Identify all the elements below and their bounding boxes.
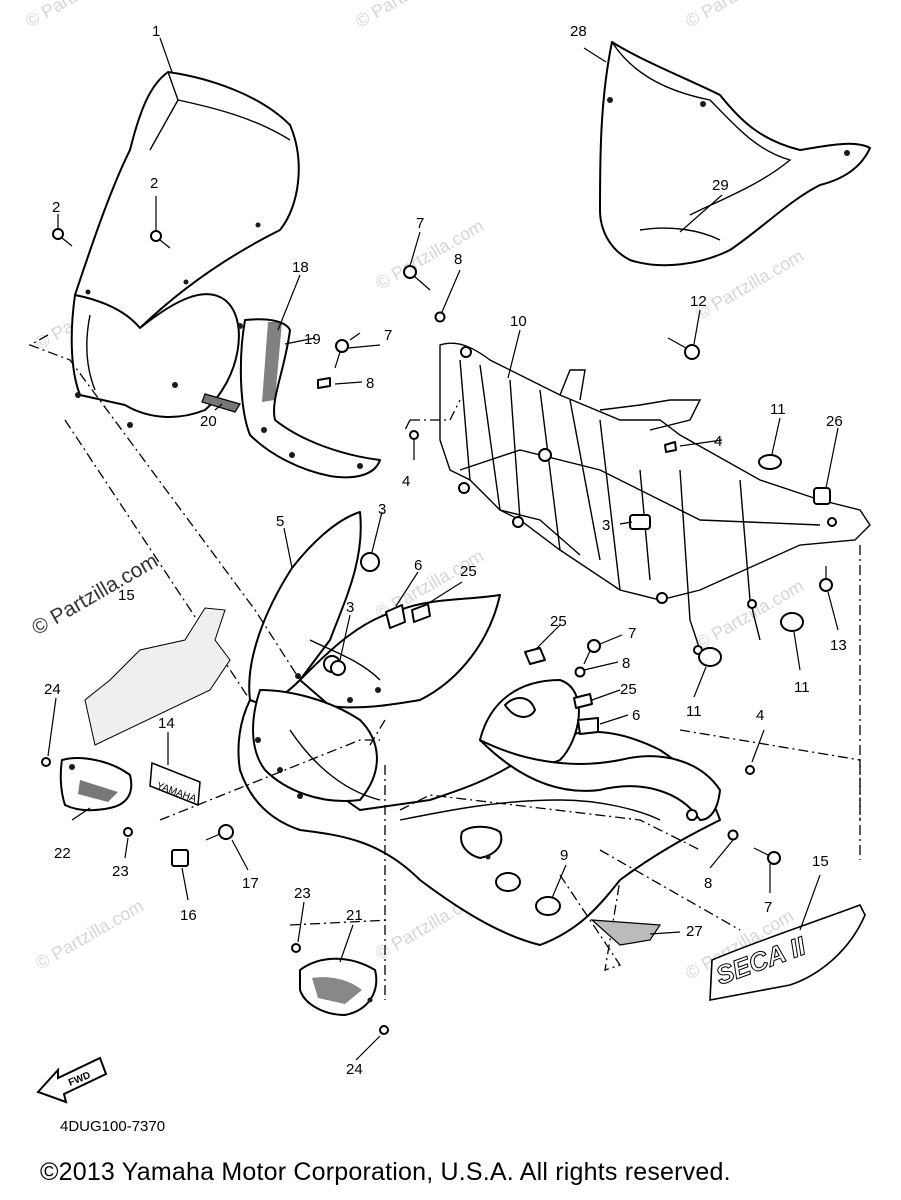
callout-19: 19	[304, 331, 321, 348]
part-20-grille	[201, 393, 241, 413]
callout-22: 22	[54, 845, 71, 862]
callout-27: 27	[686, 923, 703, 940]
callout-2: 2	[52, 199, 60, 216]
windscreen	[74, 71, 300, 329]
fwd-arrow-icon: FWD	[36, 1056, 108, 1104]
callout-7: 7	[628, 625, 636, 642]
hardware	[41, 228, 833, 1035]
callout-5: 5	[276, 513, 284, 530]
callout-26: 26	[826, 413, 843, 430]
callout-7: 7	[764, 899, 772, 916]
cowling-stay-frame	[439, 342, 871, 655]
callout-15: 15	[118, 587, 135, 604]
callout-3: 3	[378, 501, 386, 518]
callout-13: 13	[830, 637, 847, 654]
upper-cowling-inner	[70, 293, 243, 428]
callout-25: 25	[460, 563, 477, 580]
callout-20: 20	[200, 413, 217, 430]
callout-7: 7	[416, 215, 424, 232]
callout-11: 11	[770, 401, 786, 418]
callout-29: 29	[712, 177, 729, 194]
callout-17: 17	[242, 875, 259, 892]
lower-vent-21	[299, 957, 378, 1016]
callout-6: 6	[632, 707, 640, 724]
callout-9: 9	[560, 847, 568, 864]
diagram-part-number: 4DUG100-7370	[60, 1118, 166, 1135]
callout-16: 16	[180, 907, 197, 924]
callout-11: 11	[686, 703, 702, 720]
lower-cover-28	[599, 41, 871, 267]
callout-23: 23	[294, 885, 311, 902]
callout-4: 4	[756, 707, 764, 724]
callout-1: 1	[152, 23, 160, 40]
yamaha-emblem: YAMAHA	[149, 761, 201, 807]
callout-8: 8	[366, 375, 374, 392]
callout-23: 23	[112, 863, 129, 880]
watermark-text: © Partzilla.com	[32, 895, 147, 973]
upper-cowling-5	[248, 511, 501, 709]
watermark-text: © Partzilla.com	[22, 0, 137, 31]
callout-15: 15	[812, 853, 829, 870]
callout-10: 10	[510, 313, 527, 330]
inner-panel-18	[239, 318, 381, 479]
callout-4: 4	[402, 473, 410, 490]
callout-8: 8	[622, 655, 630, 672]
callout-labels: 1 2 2 3 3 3 4 4 4 5 6 6 7 7 7 7 8 8 8 8 …	[44, 23, 847, 1078]
callout-12: 12	[690, 293, 707, 310]
callout-21: 21	[346, 907, 363, 924]
copyright-notice: ©2013 Yamaha Motor Corporation, U.S.A. A…	[40, 1158, 731, 1186]
callout-25: 25	[620, 681, 637, 698]
leader-lines	[47, 37, 839, 1061]
callout-3: 3	[602, 517, 610, 534]
part-27-strip	[590, 919, 662, 946]
callout-11: 11	[794, 679, 810, 696]
watermark-text: © Partzilla.com	[352, 0, 467, 31]
callout-8: 8	[704, 875, 712, 892]
callout-24: 24	[44, 681, 61, 698]
callout-14: 14	[158, 715, 175, 732]
watermark-text: © Partzilla.com	[682, 0, 797, 31]
decal-15-left	[84, 607, 231, 746]
side-vent-22	[59, 757, 133, 812]
callout-8: 8	[454, 251, 462, 268]
callout-3: 3	[346, 599, 354, 616]
callout-4: 4	[714, 433, 722, 450]
callout-25: 25	[550, 613, 567, 630]
callout-6: 6	[414, 557, 422, 574]
main-fairing-body	[237, 679, 721, 946]
callout-2: 2	[150, 175, 158, 192]
callout-24: 24	[346, 1061, 363, 1078]
watermark-text: © Partzilla.com	[372, 215, 487, 293]
callout-28: 28	[570, 23, 587, 40]
callout-7: 7	[384, 327, 392, 344]
callout-18: 18	[292, 259, 309, 276]
